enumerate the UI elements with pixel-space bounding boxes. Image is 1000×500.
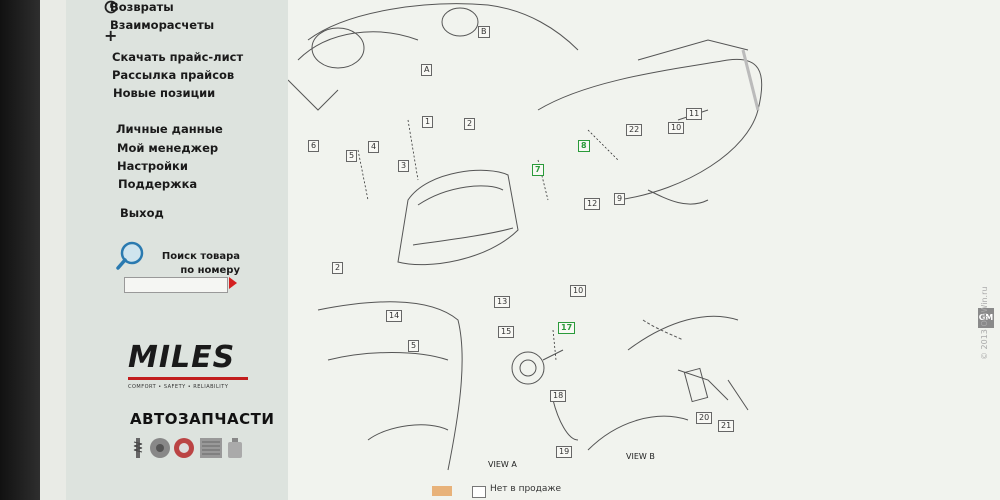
callout-2b[interactable]: 2 xyxy=(332,262,344,274)
callout-14[interactable]: 14 xyxy=(386,310,403,322)
gm-logo: GM xyxy=(978,308,994,328)
sidebar-item-price-mailing[interactable]: Рассылка прайсов xyxy=(112,68,235,82)
view-b-label: VIEW B xyxy=(626,452,655,461)
magnifier-icon xyxy=(116,240,148,274)
callout-5[interactable]: 5 xyxy=(346,150,358,162)
sidebar-item-support[interactable]: Поддержка xyxy=(118,177,198,191)
disc-rotor-icon xyxy=(174,438,194,458)
callout-13[interactable]: 13 xyxy=(494,296,511,308)
callout-10a[interactable]: 10 xyxy=(668,122,685,134)
part-number-search-input[interactable] xyxy=(124,277,228,293)
legend-color-swatch xyxy=(432,486,452,496)
sidebar-item-my-manager[interactable]: Мой менеджер xyxy=(117,141,219,155)
callout-19[interactable]: 19 xyxy=(556,446,573,458)
callout-8[interactable]: 8 xyxy=(578,140,590,152)
sidebar: + xyxy=(66,0,289,500)
sidebar-item-personal-data[interactable]: Личные данные xyxy=(116,122,223,136)
brake-disc-icon xyxy=(150,438,170,458)
brand-accent-bar xyxy=(128,377,248,380)
sidebar-item-logout[interactable]: Выход xyxy=(120,206,164,220)
arrow-right-icon[interactable] xyxy=(229,277,237,289)
sidebar-item-download-pricelist[interactable]: Скачать прайс-лист xyxy=(112,50,244,64)
shock-absorber-icon xyxy=(133,438,143,458)
search-label: Поиск товара по номеру xyxy=(116,250,240,278)
callout-4[interactable]: 4 xyxy=(368,141,380,153)
callout-A[interactable]: A xyxy=(421,64,433,76)
search-label-line1: Поиск товара xyxy=(161,251,240,262)
sidebar-item-new-positions[interactable]: Новые позиции xyxy=(113,86,216,100)
callout-7[interactable]: 7 xyxy=(532,164,544,176)
callout-15[interactable]: 15 xyxy=(498,326,515,338)
callout-3[interactable]: 3 xyxy=(398,160,410,172)
callout-11[interactable]: 11 xyxy=(686,108,703,120)
monitor-bezel xyxy=(0,0,40,500)
callout-5b[interactable]: 5 xyxy=(408,340,420,352)
screen: + Возвраты Взаиморасчеты Скачать прайс-л… xyxy=(40,0,1000,500)
callout-18[interactable]: 18 xyxy=(550,390,567,402)
miles-logo: MILES COMFORT • SAFETY • RELIABILITY xyxy=(128,340,250,390)
radiator-icon xyxy=(200,438,222,458)
plus-icon[interactable]: + xyxy=(104,26,118,45)
brand-category: АВТОЗАПЧАСТИ xyxy=(130,410,275,428)
callout-21[interactable]: 21 xyxy=(718,420,735,432)
callout-B[interactable]: B xyxy=(478,26,490,38)
watermark: © 2013 OmWin.ru xyxy=(980,286,989,360)
clock-icon xyxy=(104,0,118,18)
callout-6[interactable]: 6 xyxy=(308,140,320,152)
auto-parts-illustration xyxy=(132,434,262,462)
sidebar-item-settings[interactable]: Настройки xyxy=(117,159,188,173)
sidebar-item-returns[interactable]: Возвраты xyxy=(110,0,174,14)
parts-diagram: A B 1 2 3 4 5 6 7 8 9 10 10 11 12 13 14 … xyxy=(287,0,1000,500)
callout-1[interactable]: 1 xyxy=(422,116,434,128)
brand-tagline: COMFORT • SAFETY • RELIABILITY xyxy=(128,384,229,390)
brand-name: MILES xyxy=(128,340,236,375)
view-a-label: VIEW A xyxy=(488,460,517,469)
callout-12[interactable]: 12 xyxy=(584,198,601,210)
search-label-line2: по номеру xyxy=(180,265,240,276)
oil-can-icon xyxy=(228,438,242,458)
callout-20[interactable]: 20 xyxy=(696,412,713,424)
diagram-drawing xyxy=(287,3,763,471)
callout-2a[interactable]: 2 xyxy=(464,118,476,130)
callout-22[interactable]: 22 xyxy=(626,124,643,136)
legend-not-for-sale: Нет в продаже xyxy=(490,484,562,494)
sidebar-item-settlements[interactable]: Взаиморасчеты xyxy=(110,18,215,32)
callout-17[interactable]: 17 xyxy=(558,322,576,334)
callout-9[interactable]: 9 xyxy=(614,193,626,205)
callout-10b[interactable]: 10 xyxy=(570,285,587,297)
legend-box-icon xyxy=(472,486,486,498)
